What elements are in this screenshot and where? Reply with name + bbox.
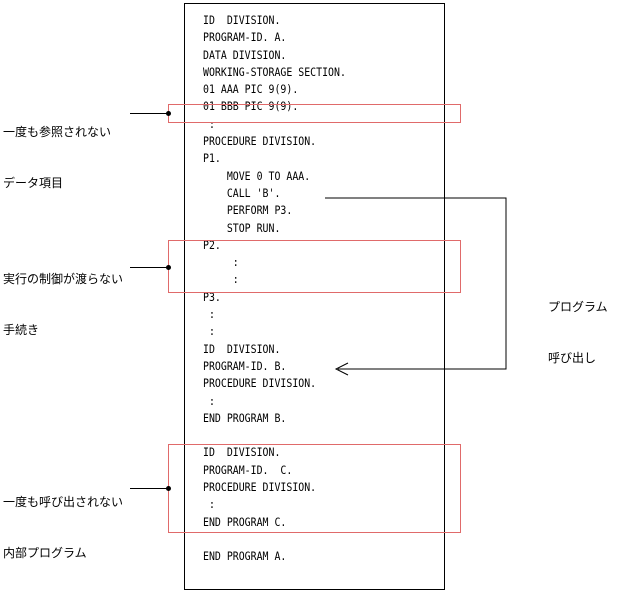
code-line: WORKING-STORAGE SECTION. — [203, 64, 346, 79]
code-line: : — [203, 324, 215, 339]
call-connector-line — [325, 197, 507, 370]
annotation-uncalled-program: 一度も呼び出されない 内部プログラム — [3, 460, 123, 579]
annotation-line: 一度も参照されない — [3, 125, 112, 139]
code-line: PROCEDURE DIVISION. — [203, 376, 317, 391]
arrowhead — [334, 362, 349, 376]
cobol-source-code: ID DIVISION. PROGRAM-ID. A. DATA DIVISION.… — [203, 12, 346, 566]
code-line: ID DIVISION. — [203, 341, 281, 356]
annotation-unreferenced-data: 一度も参照されない データ項目 — [3, 90, 111, 209]
annotation-line: 呼び出し — [548, 351, 597, 365]
leader-dot — [166, 111, 171, 116]
annotation-unreachable-procedure: 実行の制御が渡らない 手続き — [3, 237, 123, 356]
code-line: : — [203, 116, 215, 131]
source-listing-frame — [184, 3, 445, 590]
code-line: : — [203, 255, 239, 270]
leader-dot — [166, 265, 171, 270]
code-line: : — [203, 272, 239, 287]
annotation-program-call: プログラム 呼び出し — [548, 265, 608, 384]
annotation-line: データ項目 — [3, 176, 64, 190]
code-line: PERFORM P3. — [203, 203, 293, 218]
annotation-line: 内部プログラム — [3, 546, 87, 560]
code-line: P1. — [203, 151, 221, 166]
leader-line — [130, 113, 169, 114]
code-line: MOVE 0 TO AAA. — [203, 168, 311, 183]
code-line: : — [203, 393, 215, 408]
code-line: 01 AAA PIC 9(9). — [203, 82, 299, 97]
code-line: PROGRAM-ID. A. — [203, 30, 287, 45]
code-line: P2. — [203, 237, 221, 252]
code-line: END PROGRAM C. — [203, 514, 287, 529]
code-line: : — [203, 307, 215, 322]
leader-dot — [166, 486, 171, 491]
code-line: DATA DIVISION. — [203, 47, 287, 62]
code-line: ID DIVISION. — [203, 13, 281, 27]
code-line: CALL 'B'. — [203, 185, 281, 200]
code-line: STOP RUN. — [203, 220, 281, 235]
code-line: 01 BBB PIC 9(9). — [203, 99, 299, 114]
code-line: PROGRAM-ID. B. — [203, 358, 287, 373]
code-line: P3. — [203, 289, 221, 304]
code-line: : — [203, 497, 215, 512]
code-line: PROGRAM-ID. C. — [203, 462, 293, 477]
annotation-line: 実行の制御が渡らない — [3, 272, 124, 286]
code-line: END PROGRAM A. — [203, 549, 287, 564]
code-line: ID DIVISION. — [203, 445, 281, 460]
annotation-line: プログラム — [548, 300, 608, 314]
code-line: PROCEDURE DIVISION. — [203, 134, 317, 149]
code-line: PROCEDURE DIVISION. — [203, 480, 317, 495]
annotation-line: 手続き — [3, 323, 40, 337]
leader-line — [130, 488, 169, 489]
code-line: END PROGRAM B. — [203, 410, 287, 425]
leader-line — [130, 267, 169, 268]
annotation-line: 一度も呼び出されない — [3, 495, 124, 509]
